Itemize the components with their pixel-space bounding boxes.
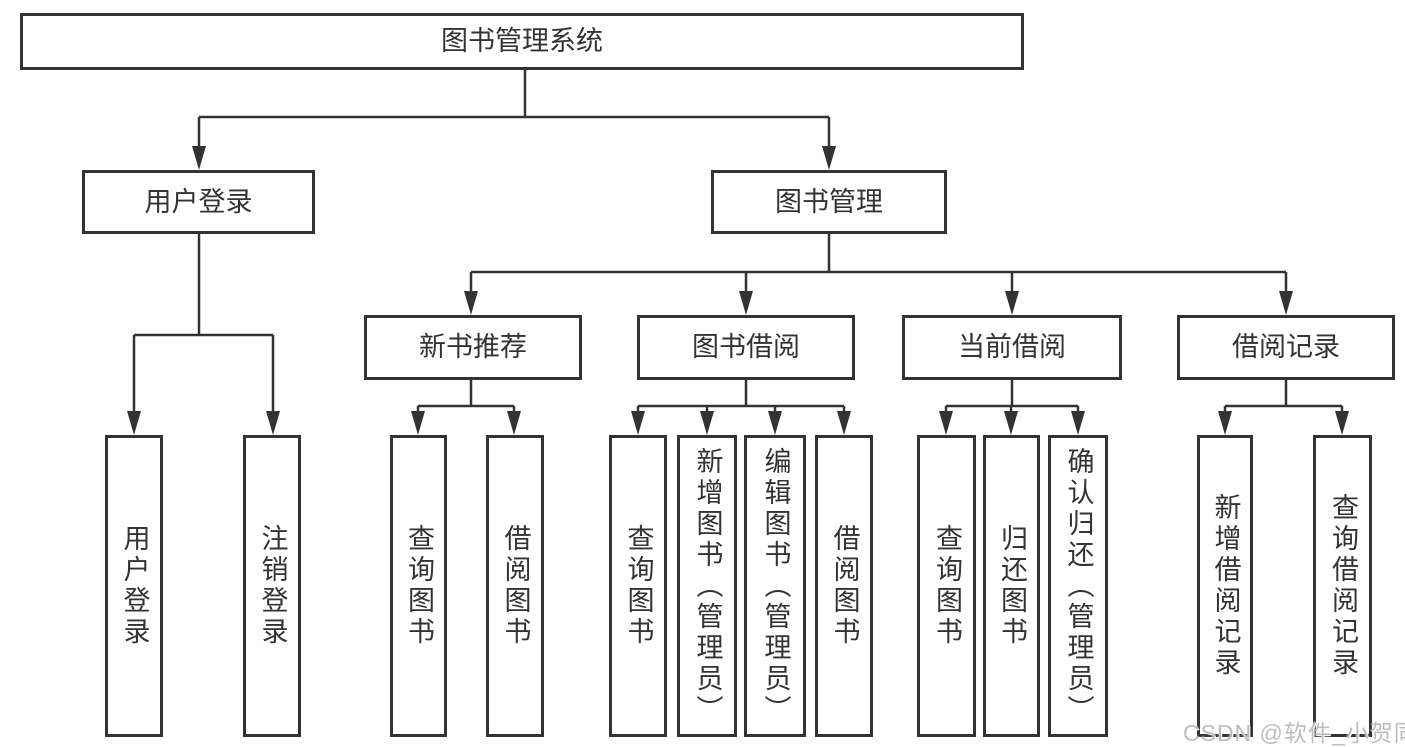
leaf-return-books: 归还图书 — [983, 435, 1040, 737]
leaf-logout: 注销登录 — [243, 435, 301, 737]
leaf-query-borrow-record: 查询借阅记录 — [1313, 435, 1372, 737]
node-borrow-records: 借阅记录 — [1177, 315, 1395, 380]
leaf-confirm-return-admin: 确认归还（管理员） — [1048, 435, 1108, 737]
leaf-borrow-books: 借阅图书 — [815, 435, 873, 737]
node-root: 图书管理系统 — [20, 13, 1024, 70]
leaf-edit-book-admin: 编辑图书（管理员） — [744, 435, 806, 737]
node-current-borrow: 当前借阅 — [902, 315, 1122, 380]
edge-new-book-recommend-branch — [416, 380, 516, 414]
leaf-query-books-recommend: 查询图书 — [390, 435, 447, 737]
watermark: CSDN @软件_小贺同学 — [1183, 720, 1405, 746]
leaf-query-books-current: 查询图书 — [917, 435, 976, 737]
node-new-book-recommend: 新书推荐 — [364, 315, 582, 380]
edge-book-borrow-branch — [636, 380, 846, 414]
leaf-query-books-borrow: 查询图书 — [609, 435, 667, 737]
leaf-user-login: 用户登录 — [105, 435, 163, 737]
edge-borrow-records-branch — [1223, 380, 1344, 414]
node-book-management: 图书管理 — [711, 170, 947, 234]
leaf-add-book-admin: 新增图书（管理员） — [677, 435, 737, 737]
leaf-borrow-books-recommend: 借阅图书 — [486, 435, 544, 737]
edge-root-to-level2 — [197, 70, 831, 150]
edge-book-management-branch — [469, 234, 1288, 296]
leaf-add-borrow-record: 新增借阅记录 — [1197, 435, 1253, 737]
node-user-login: 用户登录 — [82, 170, 315, 234]
edge-user-login-branch — [132, 234, 275, 414]
node-book-borrow: 图书借阅 — [637, 315, 855, 380]
edge-current-borrow-branch — [944, 380, 1080, 414]
